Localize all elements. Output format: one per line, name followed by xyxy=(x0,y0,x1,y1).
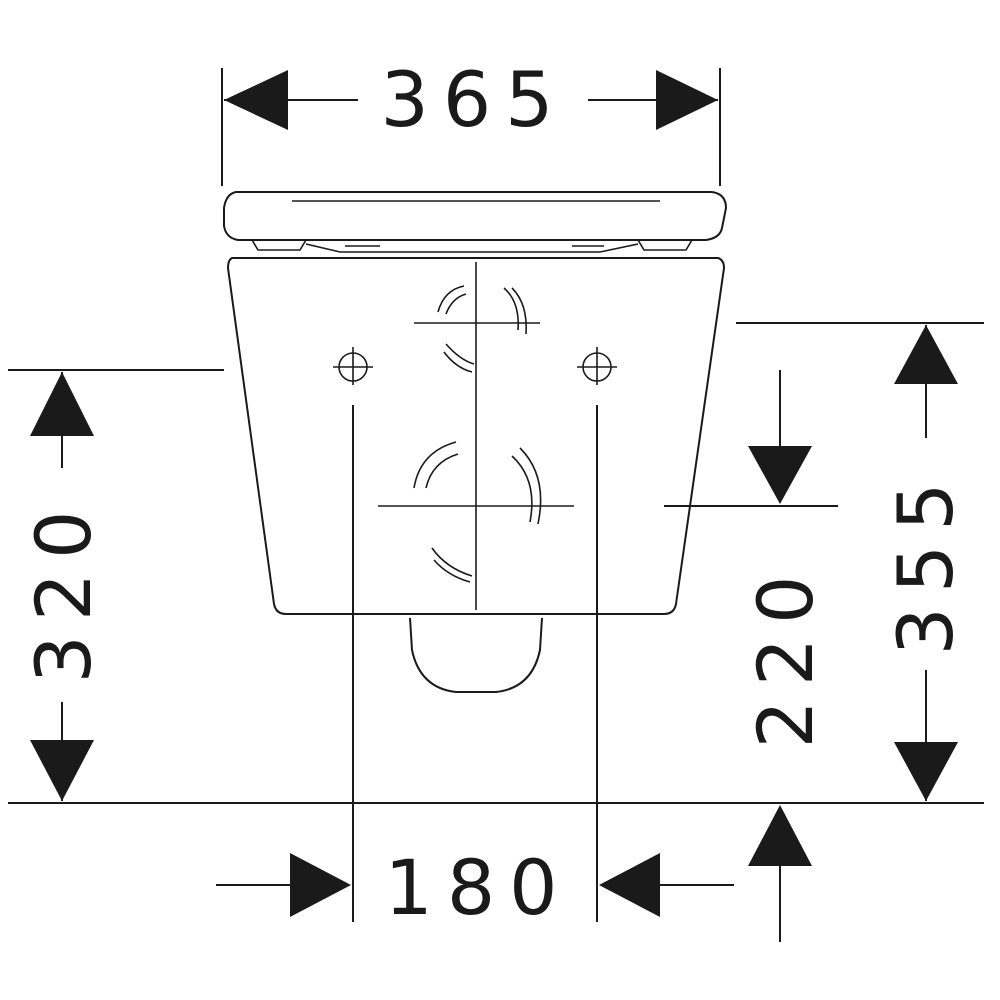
arrowhead xyxy=(656,70,718,130)
dimension-220: 220 xyxy=(664,370,838,942)
outlet-spigot xyxy=(409,617,543,693)
arc-mark xyxy=(443,351,473,373)
arrowhead xyxy=(224,70,288,130)
toilet-seat xyxy=(223,191,728,253)
arrowhead xyxy=(290,853,351,917)
arc-mark xyxy=(431,547,473,577)
arc-mark xyxy=(433,559,471,583)
arc-mark xyxy=(519,447,542,525)
arc-mark xyxy=(425,453,459,489)
arc-mark xyxy=(437,285,465,313)
dimension-label-320: 320 xyxy=(19,496,108,683)
arc-mark xyxy=(511,287,528,335)
arrowhead xyxy=(894,742,958,801)
arc-mark xyxy=(445,343,475,365)
dimension-355: 355 xyxy=(736,322,984,801)
hinge-right xyxy=(637,239,693,251)
arrowhead xyxy=(30,372,94,436)
dimension-label-365: 365 xyxy=(380,55,567,144)
arrowhead xyxy=(748,446,812,504)
mounting-hole-right xyxy=(577,347,617,385)
dimension-365: 365 xyxy=(221,55,721,186)
mounting-hole-left xyxy=(333,347,373,385)
seat-underside xyxy=(305,243,639,253)
arrowhead xyxy=(30,740,94,801)
seat-lid xyxy=(223,191,728,241)
arc-mark xyxy=(503,287,520,331)
arrowhead xyxy=(748,805,812,866)
arc-mark xyxy=(511,455,533,523)
hinge-left xyxy=(251,239,307,251)
dimension-180: 180 xyxy=(216,405,734,932)
dimension-label-355: 355 xyxy=(881,468,970,655)
arrowhead xyxy=(894,325,958,384)
dimension-label-180: 180 xyxy=(384,843,571,932)
arc-mark xyxy=(445,293,467,315)
arrowhead xyxy=(599,853,660,917)
toilet-body xyxy=(226,257,726,693)
dimension-label-220: 220 xyxy=(741,561,830,748)
dimension-320: 320 xyxy=(8,369,224,801)
arc-mark xyxy=(413,441,457,489)
